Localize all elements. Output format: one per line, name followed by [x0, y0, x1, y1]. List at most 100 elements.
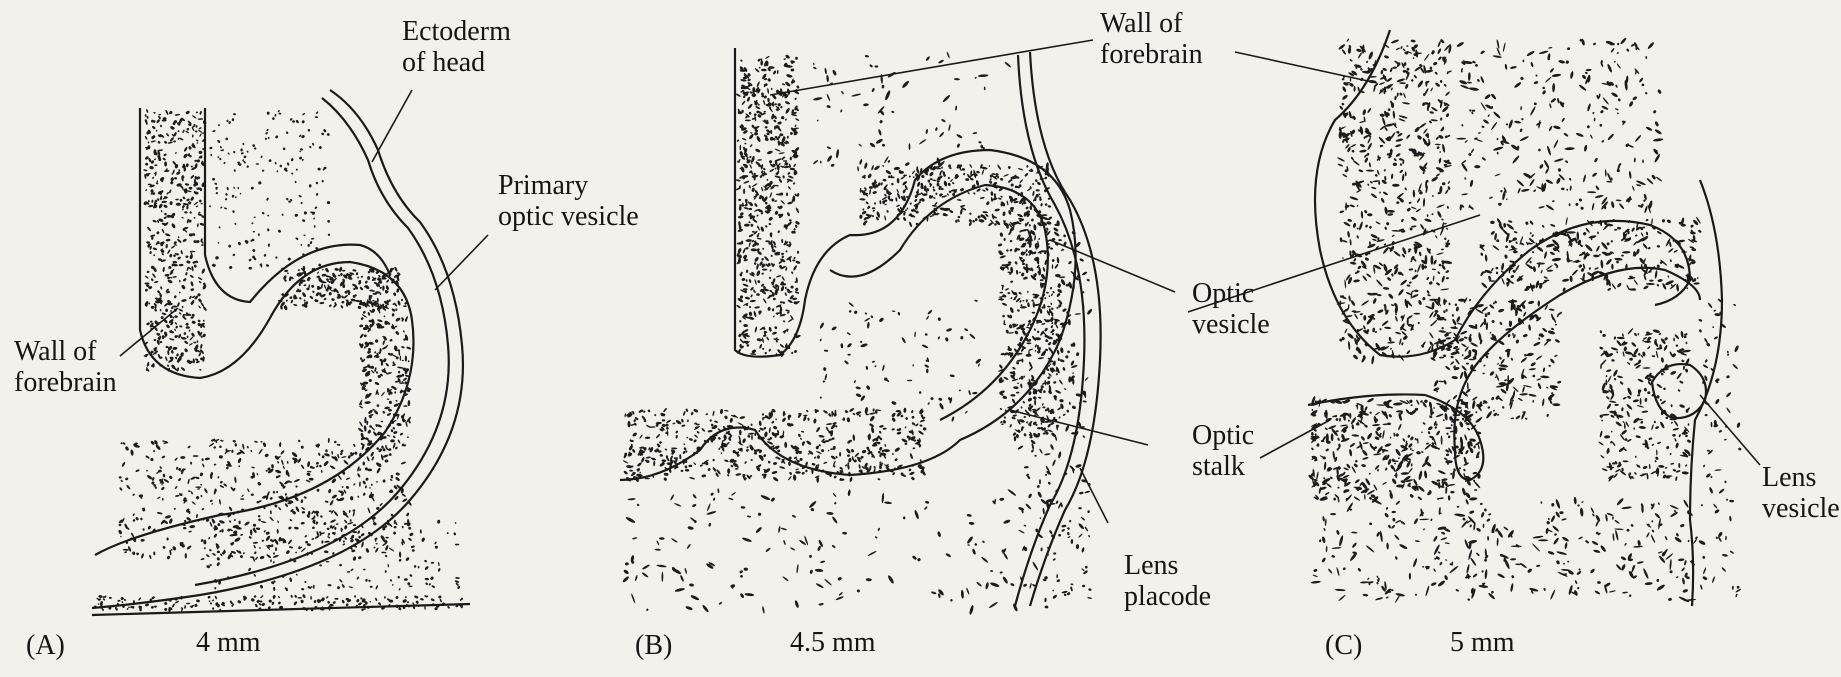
tissue-cell — [454, 522, 456, 524]
tissue-cell — [744, 224, 750, 227]
tissue-cell — [322, 180, 324, 183]
tissue-cell — [727, 474, 730, 477]
tissue-cell — [291, 158, 294, 162]
tissue-cell — [1055, 500, 1058, 504]
tissue-cell — [849, 476, 853, 482]
tissue-cell — [656, 434, 661, 439]
tissue-cell — [844, 360, 849, 365]
tissue-cell — [998, 298, 1004, 300]
tissue-cell — [169, 338, 175, 341]
tissue-cell — [367, 507, 371, 514]
tissue-cell — [321, 540, 324, 544]
tissue-cell — [656, 564, 666, 568]
tissue-cell — [192, 134, 194, 137]
tissue-cell — [756, 270, 761, 277]
tissue-cell — [1026, 165, 1029, 168]
tissue-cell — [882, 179, 886, 182]
tissue-cell — [964, 328, 969, 332]
tissue-cell — [969, 333, 976, 340]
tissue-cell — [830, 448, 833, 450]
tissue-cell — [806, 409, 809, 412]
tissue-cell — [1076, 544, 1080, 549]
tissue-cell — [692, 503, 697, 507]
tissue-cell — [742, 248, 746, 254]
tissue-cell — [243, 552, 246, 555]
tissue-cell — [406, 346, 411, 350]
tissue-cell — [285, 493, 288, 496]
tissue-cell — [401, 346, 405, 349]
tissue-cell — [1401, 342, 1404, 346]
tissue-cell — [160, 329, 164, 333]
tissue-cell — [193, 201, 198, 205]
tissue-cell — [763, 167, 766, 170]
tissue-cell — [1068, 376, 1071, 383]
tissue-cell — [146, 109, 149, 113]
tissue-cell — [186, 260, 191, 264]
tissue-cell — [789, 471, 793, 475]
tissue-cell — [120, 596, 124, 600]
tissue-cell — [768, 427, 771, 433]
tissue-cell — [1406, 284, 1410, 287]
tissue-cell — [189, 274, 194, 278]
tissue-cell — [266, 197, 269, 201]
tissue-cell — [143, 169, 147, 172]
tissue-cell — [390, 439, 395, 442]
tissue-cell — [160, 316, 164, 320]
tissue-cell — [749, 208, 753, 211]
tissue-cell — [919, 419, 925, 423]
tissue-cell — [1009, 324, 1013, 328]
tissue-cell — [1019, 179, 1024, 184]
tissue-cell — [144, 275, 148, 279]
tissue-cell — [960, 336, 964, 340]
tissue-cell — [831, 544, 836, 548]
tissue-cell — [1027, 291, 1029, 294]
tissue-cell — [412, 549, 415, 552]
tissue-cell — [360, 597, 363, 599]
tissue-cell — [974, 77, 977, 80]
tissue-cell — [738, 215, 744, 219]
tissue-cell — [632, 448, 636, 453]
tissue-cell — [212, 130, 216, 133]
tissue-cell — [739, 416, 745, 420]
tissue-cell — [782, 175, 785, 178]
tissue-cell — [702, 604, 710, 613]
tissue-cell — [155, 444, 161, 451]
tissue-cell — [909, 202, 912, 205]
tissue-cell — [754, 203, 758, 208]
tissue-cell — [1440, 117, 1442, 121]
tissue-cell — [321, 132, 325, 135]
tissue-cell — [751, 248, 757, 251]
tissue-cell — [370, 451, 375, 457]
tissue-cell — [909, 453, 913, 460]
tissue-cell — [1433, 275, 1435, 281]
tissue-cell — [1018, 291, 1022, 294]
tissue-cell — [1372, 238, 1377, 241]
tissue-cell — [415, 600, 419, 604]
tissue-cell — [1027, 187, 1032, 191]
tissue-cell — [1420, 224, 1425, 231]
tissue-cell — [1012, 366, 1016, 370]
tissue-cell — [801, 431, 805, 433]
tissue-cell — [146, 322, 150, 326]
tissue-cell — [186, 326, 190, 329]
tissue-cell — [311, 238, 315, 240]
tissue-cell — [774, 103, 777, 105]
tissue-cell — [144, 282, 149, 285]
tissue-cell — [1039, 517, 1041, 519]
tissue-cell — [794, 97, 797, 100]
tissue-cell — [773, 119, 777, 123]
tissue-cell — [301, 588, 305, 591]
tissue-cell — [185, 272, 188, 276]
tissue-cell — [327, 536, 331, 539]
tissue-cell — [872, 191, 877, 195]
tissue-cell — [683, 443, 685, 445]
tissue-cell — [896, 189, 899, 194]
tissue-cell — [1348, 341, 1351, 350]
tissue-cell — [938, 59, 944, 64]
tissue-cell — [347, 571, 351, 573]
tissue-cell — [781, 116, 785, 119]
tissue-cell — [1025, 266, 1029, 273]
tissue-cell — [144, 288, 148, 292]
tissue-cell — [233, 169, 236, 172]
tissue-cell — [164, 607, 168, 611]
